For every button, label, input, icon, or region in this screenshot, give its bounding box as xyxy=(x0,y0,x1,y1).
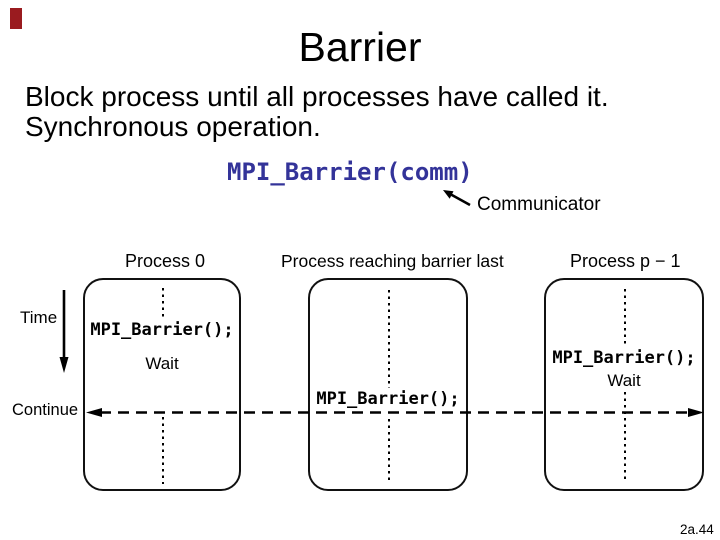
barrier-call-label: MPI_Barrier(); xyxy=(316,389,460,409)
wait-label: Wait xyxy=(145,354,179,373)
timeline-dotted-segment xyxy=(623,392,626,480)
body-text: Block process until all processes have c… xyxy=(25,82,609,142)
barrier-call-label: MPI_Barrier(); xyxy=(552,348,696,368)
process-box-p-minus-1: MPI_Barrier(); Wait xyxy=(544,278,704,491)
corner-accent-mark xyxy=(10,8,22,29)
timeline-dotted-segment xyxy=(161,288,164,320)
process-box-last: MPI_Barrier(); xyxy=(308,278,468,491)
mpi-barrier-call-code: MPI_Barrier(comm) xyxy=(227,158,473,186)
communicator-arrow xyxy=(443,190,471,207)
timeline-dotted-segment xyxy=(161,417,164,484)
time-label: Time xyxy=(20,308,58,327)
process-reaching-barrier-last-label: Process reaching barrier last xyxy=(281,251,504,271)
process-0-label: Process 0 xyxy=(125,251,206,271)
body-line-2: Synchronous operation. xyxy=(25,111,321,142)
timeline-dotted-segment xyxy=(387,419,390,482)
process-box-0: MPI_Barrier(); Wait xyxy=(83,278,241,491)
wait-label: Wait xyxy=(607,371,641,390)
timeline-dotted-segment xyxy=(387,290,390,388)
slide-title: Barrier xyxy=(298,24,422,70)
communicator-label: Communicator xyxy=(477,194,601,215)
continue-label: Continue xyxy=(12,401,79,419)
time-arrow xyxy=(59,290,69,373)
process-p-minus-1-label: Process p − 1 xyxy=(570,251,681,271)
body-line-1: Block process until all processes have c… xyxy=(25,81,609,112)
timeline-dotted-segment xyxy=(623,289,626,347)
slide-page-number: 2a.44 xyxy=(680,522,714,537)
barrier-call-label: MPI_Barrier(); xyxy=(90,320,234,340)
